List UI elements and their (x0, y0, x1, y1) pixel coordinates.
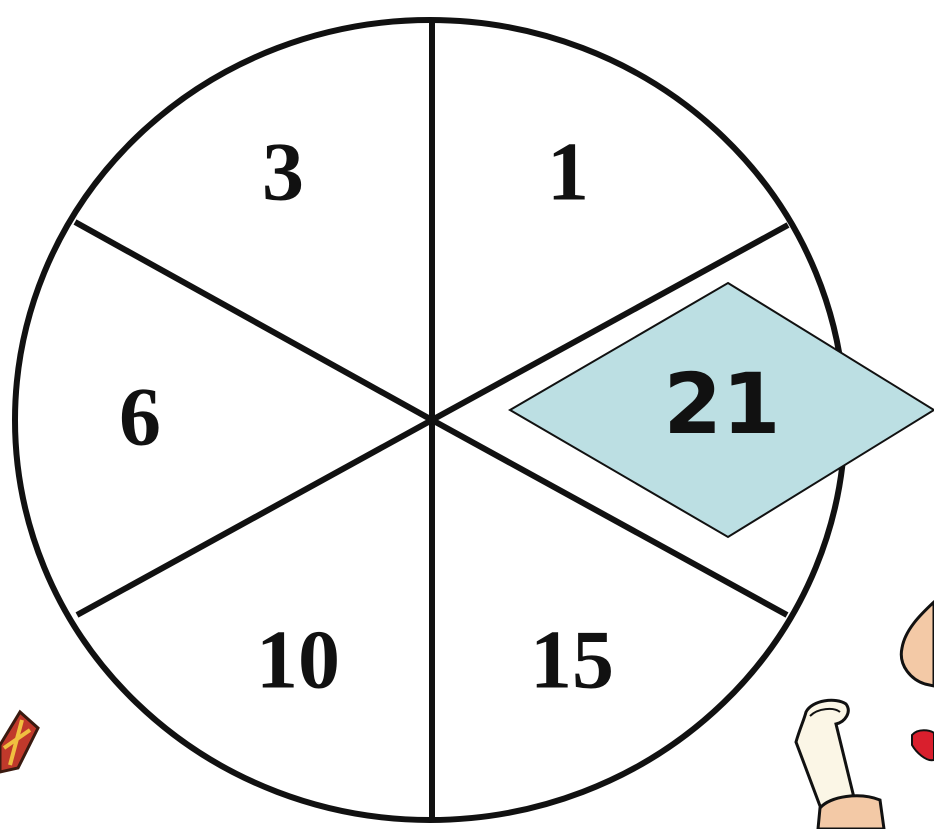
segment-label-10[interactable]: 10 (256, 613, 340, 706)
answer-diamond-value: 21 (664, 355, 781, 453)
cartoon-character-with-scroll-icon (796, 602, 934, 829)
segment-label-15[interactable]: 15 (530, 613, 614, 706)
segment-label-3[interactable]: 3 (262, 125, 304, 218)
segment-label-6[interactable]: 6 (119, 370, 161, 463)
gift-box-icon (0, 712, 38, 772)
segment-label-1[interactable]: 1 (547, 125, 589, 218)
